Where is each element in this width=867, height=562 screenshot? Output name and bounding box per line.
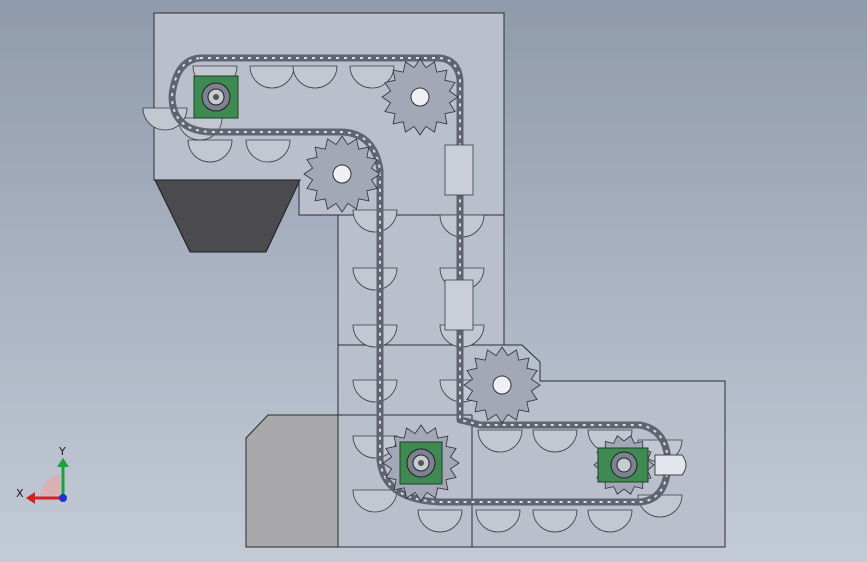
- bucket: [532, 429, 578, 453]
- orientation-triad[interactable]: Y X: [16, 445, 69, 504]
- bucket: [587, 509, 633, 533]
- guide-bracket: [444, 279, 474, 331]
- x-axis-label: X: [16, 487, 24, 500]
- motor-block: [245, 414, 339, 548]
- bucket: [352, 489, 398, 513]
- guide-bracket: [444, 144, 474, 196]
- bucket: [532, 509, 578, 533]
- hopper: [154, 179, 301, 253]
- bucket: [417, 509, 463, 533]
- z-axis-dot: [59, 494, 67, 502]
- x-axis-head: [26, 492, 35, 504]
- bearing-bottom-right: [597, 447, 687, 483]
- bucket: [249, 65, 295, 89]
- bucket: [475, 509, 521, 533]
- conveyor-chain-links: [170, 57, 670, 503]
- sprocket-right-idler: [463, 346, 541, 424]
- y-axis-head: [57, 458, 69, 467]
- triad-plane: [40, 474, 60, 496]
- guide-bracket-group: [444, 144, 474, 331]
- bearing-top-left: [193, 75, 239, 119]
- bucket: [477, 429, 523, 453]
- tensioner-shaft: [654, 454, 687, 476]
- y-axis-label: Y: [58, 445, 66, 458]
- bearing-bottom-left: [399, 441, 443, 485]
- sprocket-middle-left: [303, 135, 381, 213]
- sprocket-top-right: [381, 58, 459, 136]
- bucket: [187, 139, 233, 163]
- bucket: [292, 65, 338, 89]
- bucket: [245, 139, 291, 163]
